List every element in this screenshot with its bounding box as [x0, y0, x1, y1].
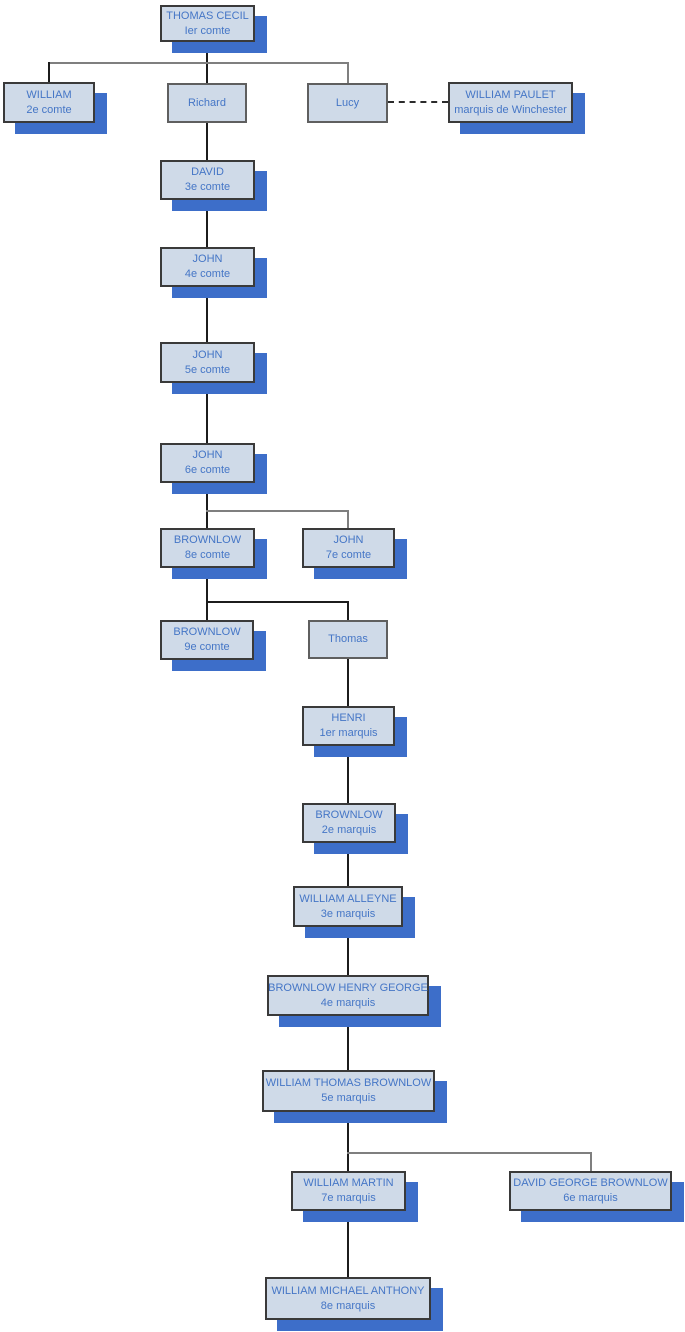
node-john-6e[interactable]: JOHN 6e comte: [160, 443, 255, 483]
person-title: 2e marquis: [321, 824, 377, 836]
person-name: BROWNLOW HENRY GEORGE: [268, 981, 428, 994]
connector-wm7-wma8: [347, 1211, 349, 1277]
connector-brownlow8-down: [206, 568, 208, 620]
person-title: 5e marquis: [321, 1092, 376, 1104]
person-name: WILLIAM MICHAEL ANTHONY: [271, 1284, 425, 1297]
connector-richard-david: [206, 123, 208, 160]
connector-john6-down: [206, 483, 208, 528]
person-name: HENRI: [331, 712, 366, 724]
connector-wtb5-horizontal: [347, 1152, 592, 1154]
node-william-2e[interactable]: WILLIAM 2e comte: [3, 82, 95, 123]
node-brownlow-2e[interactable]: BROWNLOW 2e marquis: [302, 803, 396, 843]
connector-wtb5-down: [347, 1112, 349, 1171]
connector-drop-john7e: [347, 510, 349, 528]
connector-gen1-horizontal: [48, 62, 349, 64]
person-name: WILLIAM PAULET: [465, 88, 556, 101]
node-thomas[interactable]: Thomas: [308, 620, 388, 659]
person-name: WILLIAM THOMAS BROWNLOW: [265, 1077, 432, 1089]
person-title: 6e comte: [184, 464, 231, 476]
person-name: Richard: [188, 96, 226, 109]
node-lucy[interactable]: Lucy: [307, 83, 388, 123]
person-name: THOMAS CECIL: [166, 9, 249, 22]
person-name: BROWNLOW: [315, 809, 383, 821]
connector-alleyne-bhg4: [347, 927, 349, 975]
connector-brownlow8-horizontal: [206, 601, 349, 603]
person-name: JOHN: [192, 348, 223, 361]
connector-henri-brownlow2: [347, 746, 349, 803]
person-name: BROWNLOW: [173, 534, 242, 546]
node-john-5e[interactable]: JOHN 5e comte: [160, 342, 255, 383]
node-john-4e[interactable]: JOHN 4e comte: [160, 247, 255, 287]
person-name: JOHN: [192, 449, 223, 461]
node-brownlow-9e[interactable]: BROWNLOW 9e comte: [160, 620, 254, 660]
node-thomas-cecil[interactable]: THOMAS CECIL Ier comte: [160, 5, 255, 42]
connector-david-john4: [206, 199, 208, 247]
node-john-7e[interactable]: JOHN 7e comte: [302, 528, 395, 568]
person-title: 1er marquis: [319, 727, 378, 739]
person-title: 9e comte: [184, 641, 230, 653]
connector-brownlow2-alleyne: [347, 843, 349, 886]
person-name: JOHN: [333, 534, 364, 546]
person-title: 3e comte: [184, 181, 231, 193]
connector-drop-dgb6: [590, 1152, 592, 1171]
person-title: 5e comte: [184, 363, 231, 376]
node-brownlow-henry-george-4e[interactable]: BROWNLOW HENRY GEORGE 4e marquis: [267, 975, 429, 1016]
person-title: 2e comte: [26, 103, 72, 116]
person-title: 3e marquis: [320, 907, 376, 920]
person-name: BROWNLOW: [173, 626, 241, 638]
connector-thomas-henri: [347, 659, 349, 706]
person-name: WILLIAM MARTIN: [303, 1177, 394, 1189]
node-henri-1er[interactable]: HENRI 1er marquis: [302, 706, 395, 746]
connector-drop-thomas: [347, 601, 349, 620]
node-brownlow-8e[interactable]: BROWNLOW 8e comte: [160, 528, 255, 568]
person-name: WILLIAM ALLEYNE: [299, 892, 397, 905]
connector-marriage-dashed: [388, 101, 448, 103]
person-title: 4e comte: [184, 268, 231, 280]
connector-bhg4-wtb5: [347, 1016, 349, 1070]
person-title: 4e marquis: [320, 996, 376, 1009]
connector-john4-john5: [206, 287, 208, 342]
person-name: WILLIAM: [26, 88, 72, 101]
node-william-paulet[interactable]: WILLIAM PAULET marquis de Winchester: [448, 82, 573, 123]
node-richard[interactable]: Richard: [167, 83, 247, 123]
node-david-3e[interactable]: DAVID 3e comte: [160, 160, 255, 200]
connector-drop-lucy: [347, 62, 349, 83]
person-name: Thomas: [328, 633, 368, 645]
person-name: JOHN: [192, 253, 223, 265]
connector-john6-horizontal: [206, 510, 349, 512]
person-name: DAVID GEORGE BROWNLOW: [513, 1177, 668, 1189]
node-david-george-brownlow-6e[interactable]: DAVID GEORGE BROWNLOW 6e marquis: [509, 1171, 672, 1211]
connector-drop-william2e: [48, 62, 50, 82]
person-title: 8e marquis: [320, 1299, 376, 1312]
node-william-michael-anthony-8e[interactable]: WILLIAM MICHAEL ANTHONY 8e marquis: [265, 1277, 431, 1320]
person-name: DAVID: [191, 166, 224, 178]
connector-john5-john6: [206, 383, 208, 443]
node-william-alleyne-3e[interactable]: WILLIAM ALLEYNE 3e marquis: [293, 886, 403, 927]
node-william-thomas-brownlow-5e[interactable]: WILLIAM THOMAS BROWNLOW 5e marquis: [262, 1070, 435, 1112]
person-title: Ier comte: [184, 24, 231, 37]
person-title: marquis de Winchester: [454, 103, 567, 116]
person-title: 6e marquis: [563, 1192, 618, 1204]
person-title: 8e comte: [184, 549, 231, 561]
person-title: 7e comte: [325, 549, 372, 561]
person-name: Lucy: [335, 96, 360, 109]
person-title: 7e marquis: [321, 1192, 376, 1204]
node-william-martin-7e[interactable]: WILLIAM MARTIN 7e marquis: [291, 1171, 406, 1211]
